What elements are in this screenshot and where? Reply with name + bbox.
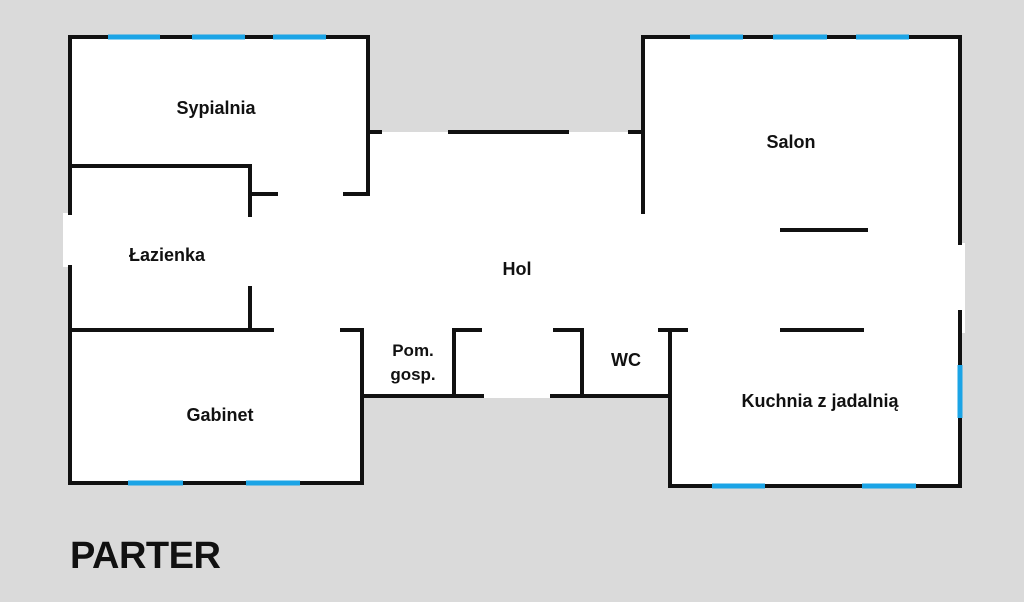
windows: [108, 34, 963, 489]
room-label-pom-line2: gosp.: [390, 365, 435, 384]
room-label-kuchnia: Kuchnia z jadalnią: [741, 391, 899, 411]
floor-corridor: [250, 194, 370, 332]
floor-left-gap: [63, 213, 73, 267]
room-label-hol: Hol: [503, 259, 532, 279]
room-label-sypialnia: Sypialnia: [176, 98, 256, 118]
floor-hol-bottom: [362, 330, 670, 398]
floor-gabinet: [70, 330, 362, 483]
room-label-gabinet: Gabinet: [186, 405, 253, 425]
room-label-lazienka: Łazienka: [129, 245, 206, 265]
room-label-wc: WC: [611, 350, 641, 370]
floor-right-gap: [955, 243, 965, 333]
room-label-pom-line1: Pom.: [392, 341, 434, 360]
room-label-salon: Salon: [766, 132, 815, 152]
floor-hol: [368, 132, 643, 332]
floor-kuchnia: [670, 330, 960, 485]
floor-title: PARTER: [70, 535, 221, 577]
floor-salon: [643, 37, 960, 335]
floor-areas: [63, 37, 965, 485]
